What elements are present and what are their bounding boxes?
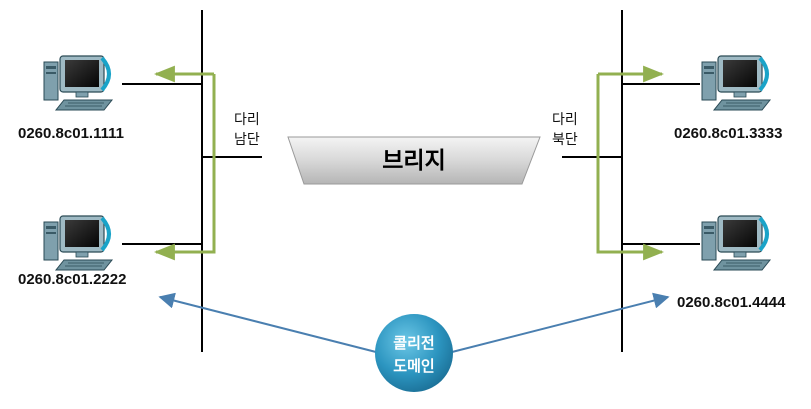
mac-label-3333: 0260.8c01.3333 — [674, 125, 782, 142]
collision-domain-label-2: 도메인 — [393, 357, 434, 375]
mac-label-4444: 0260.8c01.4444 — [677, 294, 786, 311]
computer-icon-4444 — [700, 214, 772, 272]
segment-label-left-1: 다리 — [234, 112, 260, 128]
segment-label-left-2: 남단 — [234, 132, 260, 148]
computer-icon-2222 — [42, 214, 114, 272]
collision-arrow-right — [451, 292, 670, 353]
collision-domain-label-1: 콜리전 — [393, 334, 434, 352]
collision-arrow-left — [158, 292, 377, 353]
bridge-label: 브리지 — [382, 148, 445, 174]
computer-icon-1111 — [42, 54, 114, 112]
mac-label-1111: 0260.8c01.1111 — [18, 125, 124, 142]
segment-label-right-1: 다리 — [552, 112, 578, 128]
flood-arrow-left — [153, 74, 216, 261]
mac-label-2222: 0260.8c01.2222 — [18, 271, 126, 288]
bridge-shape — [287, 136, 541, 185]
segment-label-right-2: 북단 — [552, 132, 578, 148]
collision-domain-circle — [375, 314, 453, 392]
computer-icon-3333 — [700, 54, 772, 112]
flood-arrow-right — [596, 74, 665, 261]
